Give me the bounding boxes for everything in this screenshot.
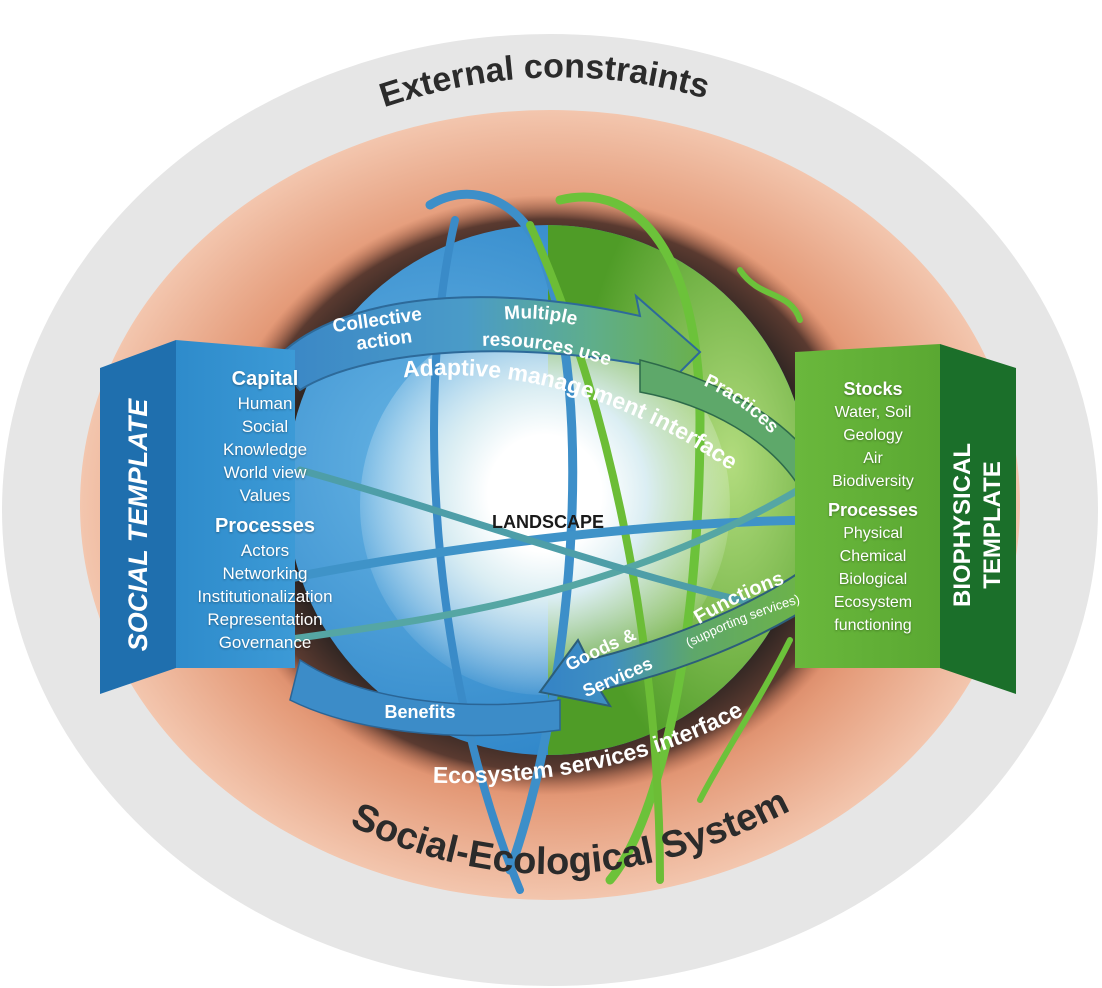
bio-template-front xyxy=(795,344,940,668)
stock-item: Air xyxy=(863,450,883,467)
capital-title: Capital xyxy=(231,368,299,390)
landscape-label: LANDSCAPE xyxy=(492,512,604,532)
capital-item: Human xyxy=(237,394,293,413)
capital-item: Knowledge xyxy=(222,440,308,459)
benefits-label: Benefits xyxy=(384,702,455,722)
stock-item: Water, Soil xyxy=(834,404,912,421)
social-process-item: Institutionalization xyxy=(197,587,333,606)
bio-process-item: functioning xyxy=(834,617,912,634)
stock-item: Geology xyxy=(843,427,903,444)
benefits-band xyxy=(289,658,561,737)
bio-template-label-2: TEMPLATE xyxy=(979,461,1006,589)
social-template-side xyxy=(100,340,176,694)
capital-item: World view xyxy=(223,463,307,482)
bio-template-side xyxy=(940,344,1016,694)
bio-process-item: Biological xyxy=(838,571,908,588)
bio-process-item: Physical xyxy=(843,525,903,542)
stocks-title: Stocks xyxy=(843,379,903,399)
social-process-item: Networking xyxy=(222,564,308,583)
social-template-label: SOCIAL TEMPLATE xyxy=(123,398,153,651)
bottom-arrow xyxy=(538,570,822,708)
social-template-front xyxy=(176,340,295,668)
bio-process-item: Chemical xyxy=(839,548,907,565)
stock-item: Biodiversity xyxy=(832,473,914,490)
bio-template-label-1: BIOPHYSICAL xyxy=(949,443,976,607)
social-template-list: Capital Human Social Knowledge World vie… xyxy=(172,366,358,654)
capital-item: Social xyxy=(241,417,289,436)
social-process-item: Actors xyxy=(240,541,290,560)
bio-process-item: Ecosystem xyxy=(833,594,913,611)
capital-item: Values xyxy=(239,486,291,505)
social-process-item: Representation xyxy=(207,610,323,629)
social-processes-title: Processes xyxy=(214,515,316,537)
bio-processes-title: Processes xyxy=(827,500,919,520)
social-process-item: Governance xyxy=(218,633,312,652)
biophysical-template-list: Stocks Water, Soil Geology Air Biodivers… xyxy=(800,378,946,637)
